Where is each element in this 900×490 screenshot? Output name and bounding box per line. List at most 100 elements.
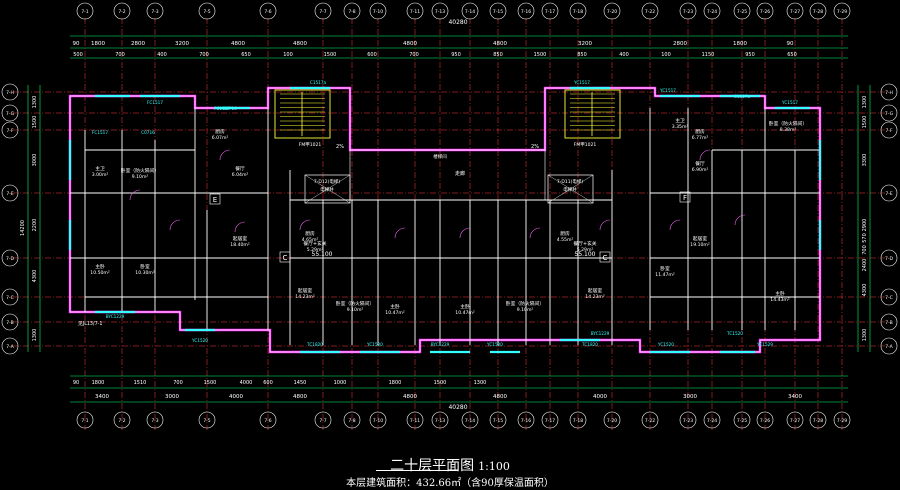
dim-left: 4300 (32, 270, 38, 283)
room-name: 卧室 (140, 263, 150, 270)
dim-bottom-1: 1000 (334, 380, 347, 386)
stair-well (274, 89, 331, 139)
dim-left: 2200 (32, 219, 38, 232)
dim-left: 14200 (20, 220, 26, 236)
axis-label-top: 7-14 (465, 9, 475, 15)
dim-top-2: 850 (493, 52, 503, 58)
drawing-title-text: 二十层平面图 (390, 458, 475, 474)
window-tag-bottom: TC1820 (581, 342, 598, 347)
axis-label-top: 7-20 (607, 9, 617, 15)
axis-bubble-top (641, 2, 659, 20)
stair-note: 楼梯间 (433, 153, 447, 160)
axis-bubble-top (431, 2, 449, 20)
annotation-labels: 7-D12(电梯)7-D11(电梯)电梯井电梯井走廊楼梯间2%2%FM甲1021… (78, 142, 746, 327)
axis-label-bottom: 7-26 (760, 418, 770, 424)
axis-label-top: 7-28 (813, 9, 823, 15)
dim-right: 1300 (862, 96, 868, 109)
axis-label-top: 7-8 (348, 9, 355, 15)
axis-label-top: 7-2 (118, 9, 125, 15)
room-area: 14.43m² (770, 297, 790, 303)
axis-bubble-right (880, 288, 898, 306)
dim-bottom-2: 3000 (683, 394, 697, 400)
axis-bubble-bottom (431, 411, 449, 429)
axis-label-bottom: 7-23 (683, 418, 693, 424)
axis-bubble-bottom (756, 411, 774, 429)
exterior-wall-core (69, 87, 821, 353)
axis-bubble-bottom (786, 411, 804, 429)
axis-bubble-top (569, 2, 587, 20)
window-tag-bottom: YC1520 (366, 342, 383, 347)
axis-label-bottom: 7-17 (545, 418, 555, 424)
dim-top-1: 1800 (91, 41, 105, 47)
room-name: 厨房 (215, 128, 225, 135)
axis-label-bottom: 7-24 (707, 418, 717, 424)
door-arc (459, 227, 471, 239)
dim-bottom-1: 1800 (92, 380, 105, 386)
room-name: 起居室 (693, 235, 708, 242)
room-area: 6.07m² (212, 135, 229, 141)
overall-dim-bottom: 40280 (448, 404, 467, 411)
dim-bottom-1: 1300 (474, 380, 487, 386)
window-tag-bottom: YC1529 (756, 342, 773, 347)
dim-bottom-2: 4800 (493, 394, 507, 400)
axis-bubble-left (1, 104, 19, 122)
room-name: 主卧 (460, 303, 470, 310)
axis-bubble-top (809, 2, 827, 20)
dim-top-2: 100 (283, 52, 293, 58)
axis-label-top: 7-15 (493, 9, 503, 15)
dim-bottom-2: 4800 (293, 394, 307, 400)
axis-label-left: 7-D (6, 256, 14, 262)
axis-bubble-top (679, 2, 697, 20)
door-arc (734, 214, 746, 226)
dim-bottom-2: 4000 (229, 394, 243, 400)
door-arc (394, 227, 406, 239)
door-arc (299, 219, 311, 231)
stair-well (564, 89, 621, 139)
room-area: 3.35m² (672, 124, 689, 130)
dim-right: 700 (862, 245, 868, 255)
room-area: 10.30m² (135, 270, 155, 276)
axis-label-bottom: 7-18 (573, 418, 583, 424)
dim-top-2: 100 (661, 52, 671, 58)
axis-bubble-right (880, 121, 898, 139)
axis-bubble-right (880, 104, 898, 122)
axis-label-bottom: 7-2 (118, 418, 125, 424)
overall-dim-top: 40280 (448, 19, 467, 26)
dim-bottom-2: 3400 (788, 394, 802, 400)
axis-label-bottom: 7-16 (521, 418, 531, 424)
elevator-shaft (304, 174, 351, 204)
room-name: 餐厅 (235, 165, 245, 172)
dim-top-1: 90 (73, 41, 80, 47)
window-tag: FC1517 (214, 106, 230, 111)
dim-top-2: 650 (241, 52, 251, 58)
door-arc (219, 149, 231, 161)
dim-top-2: 950 (745, 52, 755, 58)
unit-marker: E (213, 196, 217, 204)
dim-top-2: 600 (367, 52, 377, 58)
axis-bubble-top (146, 2, 164, 20)
axis-bubble-bottom (569, 411, 587, 429)
axis-label-top: 7-17 (545, 9, 555, 15)
axis-label-top: 7-10 (373, 9, 383, 15)
axis-label-right: 7-B (885, 320, 892, 326)
dim-right: 2400 (862, 259, 868, 272)
axis-bubble-bottom (603, 411, 621, 429)
axis-label-left: 7-F (6, 128, 13, 134)
axis-bubble-bottom (517, 411, 535, 429)
axis-label-bottom: 7-10 (373, 418, 383, 424)
axis-bubble-top (603, 2, 621, 20)
axis-label-top: 7-13 (435, 9, 445, 15)
axis-bubble-bottom (314, 411, 332, 429)
dim-top-2: 1150 (702, 52, 715, 58)
axis-bubble-bottom (809, 411, 827, 429)
dim-top-1: 90 (787, 41, 794, 47)
axis-bubble-top (756, 2, 774, 20)
dim-right: 1500 (862, 116, 868, 129)
dim-top-2: 700 (409, 52, 419, 58)
dim-bottom-2: 4800 (403, 394, 417, 400)
unit-marker: F (683, 194, 687, 202)
axis-label-bottom: 7-15 (493, 418, 503, 424)
